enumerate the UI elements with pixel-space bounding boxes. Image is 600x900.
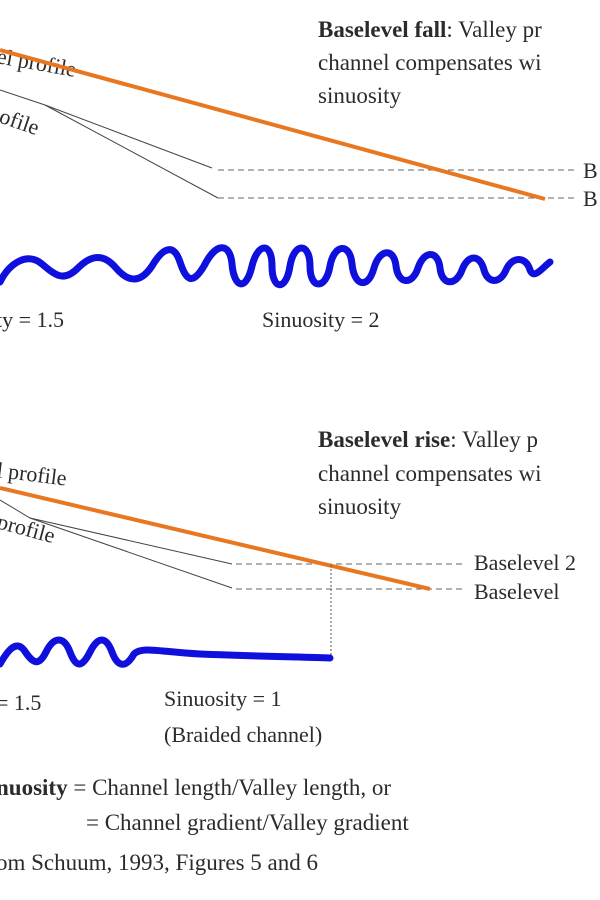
rise-baselevel-upper-label: Baselevel 2 <box>474 550 576 575</box>
fall-baselevel-1-label: B <box>583 158 598 183</box>
rise-sinuosity-left-label: = 1.5 <box>0 690 41 715</box>
sinuosity-definition: nuosity = Channel length/Valley length, … <box>0 775 409 835</box>
panel-baselevel-fall: Baselevel fall: Valley pr channel compen… <box>0 17 598 332</box>
panel-baselevel-rise: Baselevel rise: Valley p channel compens… <box>0 427 576 747</box>
rise-baselevel-lower-label: Baselevel <box>474 579 560 604</box>
fall-baselevel-2-label: B <box>583 186 598 211</box>
rise-channel-sinuous-1 <box>0 636 334 668</box>
fall-title: Baselevel fall: Valley pr <box>318 17 542 42</box>
fall-description-line-3: sinuosity <box>318 83 402 108</box>
source-citation: om Schuum, 1993, Figures 5 and 6 <box>0 850 318 875</box>
rise-channel-profile-line-lower <box>29 517 233 589</box>
rise-sinuosity-right-note: (Braided channel) <box>164 722 322 747</box>
fall-channel-profile-label: ofile <box>0 103 43 140</box>
rise-valley-profile-line <box>0 486 431 591</box>
fall-sinuosity-right-label: Sinuosity = 2 <box>262 307 380 332</box>
rise-description-line-3: sinuosity <box>318 494 402 519</box>
fall-sinuosity-left-label: ty = 1.5 <box>0 307 64 332</box>
rise-description-line-2: channel compensates wi <box>318 461 542 486</box>
fall-channel-sinuous-2 <box>0 244 554 289</box>
fall-channel-profile-line-lower <box>44 104 219 199</box>
rise-channel-profile-label: profile <box>0 509 58 548</box>
fall-description-line-2: channel compensates wi <box>318 50 542 75</box>
definition-line-1: nuosity = Channel length/Valley length, … <box>0 775 391 800</box>
rise-valley-profile-label: l profile <box>0 457 68 490</box>
rise-title: Baselevel rise: Valley p <box>318 427 538 452</box>
definition-line-2: = Channel gradient/Valley gradient <box>86 810 409 835</box>
fall-valley-profile-line <box>0 48 546 201</box>
rise-sinuosity-right-label: Sinuosity = 1 <box>164 686 282 711</box>
